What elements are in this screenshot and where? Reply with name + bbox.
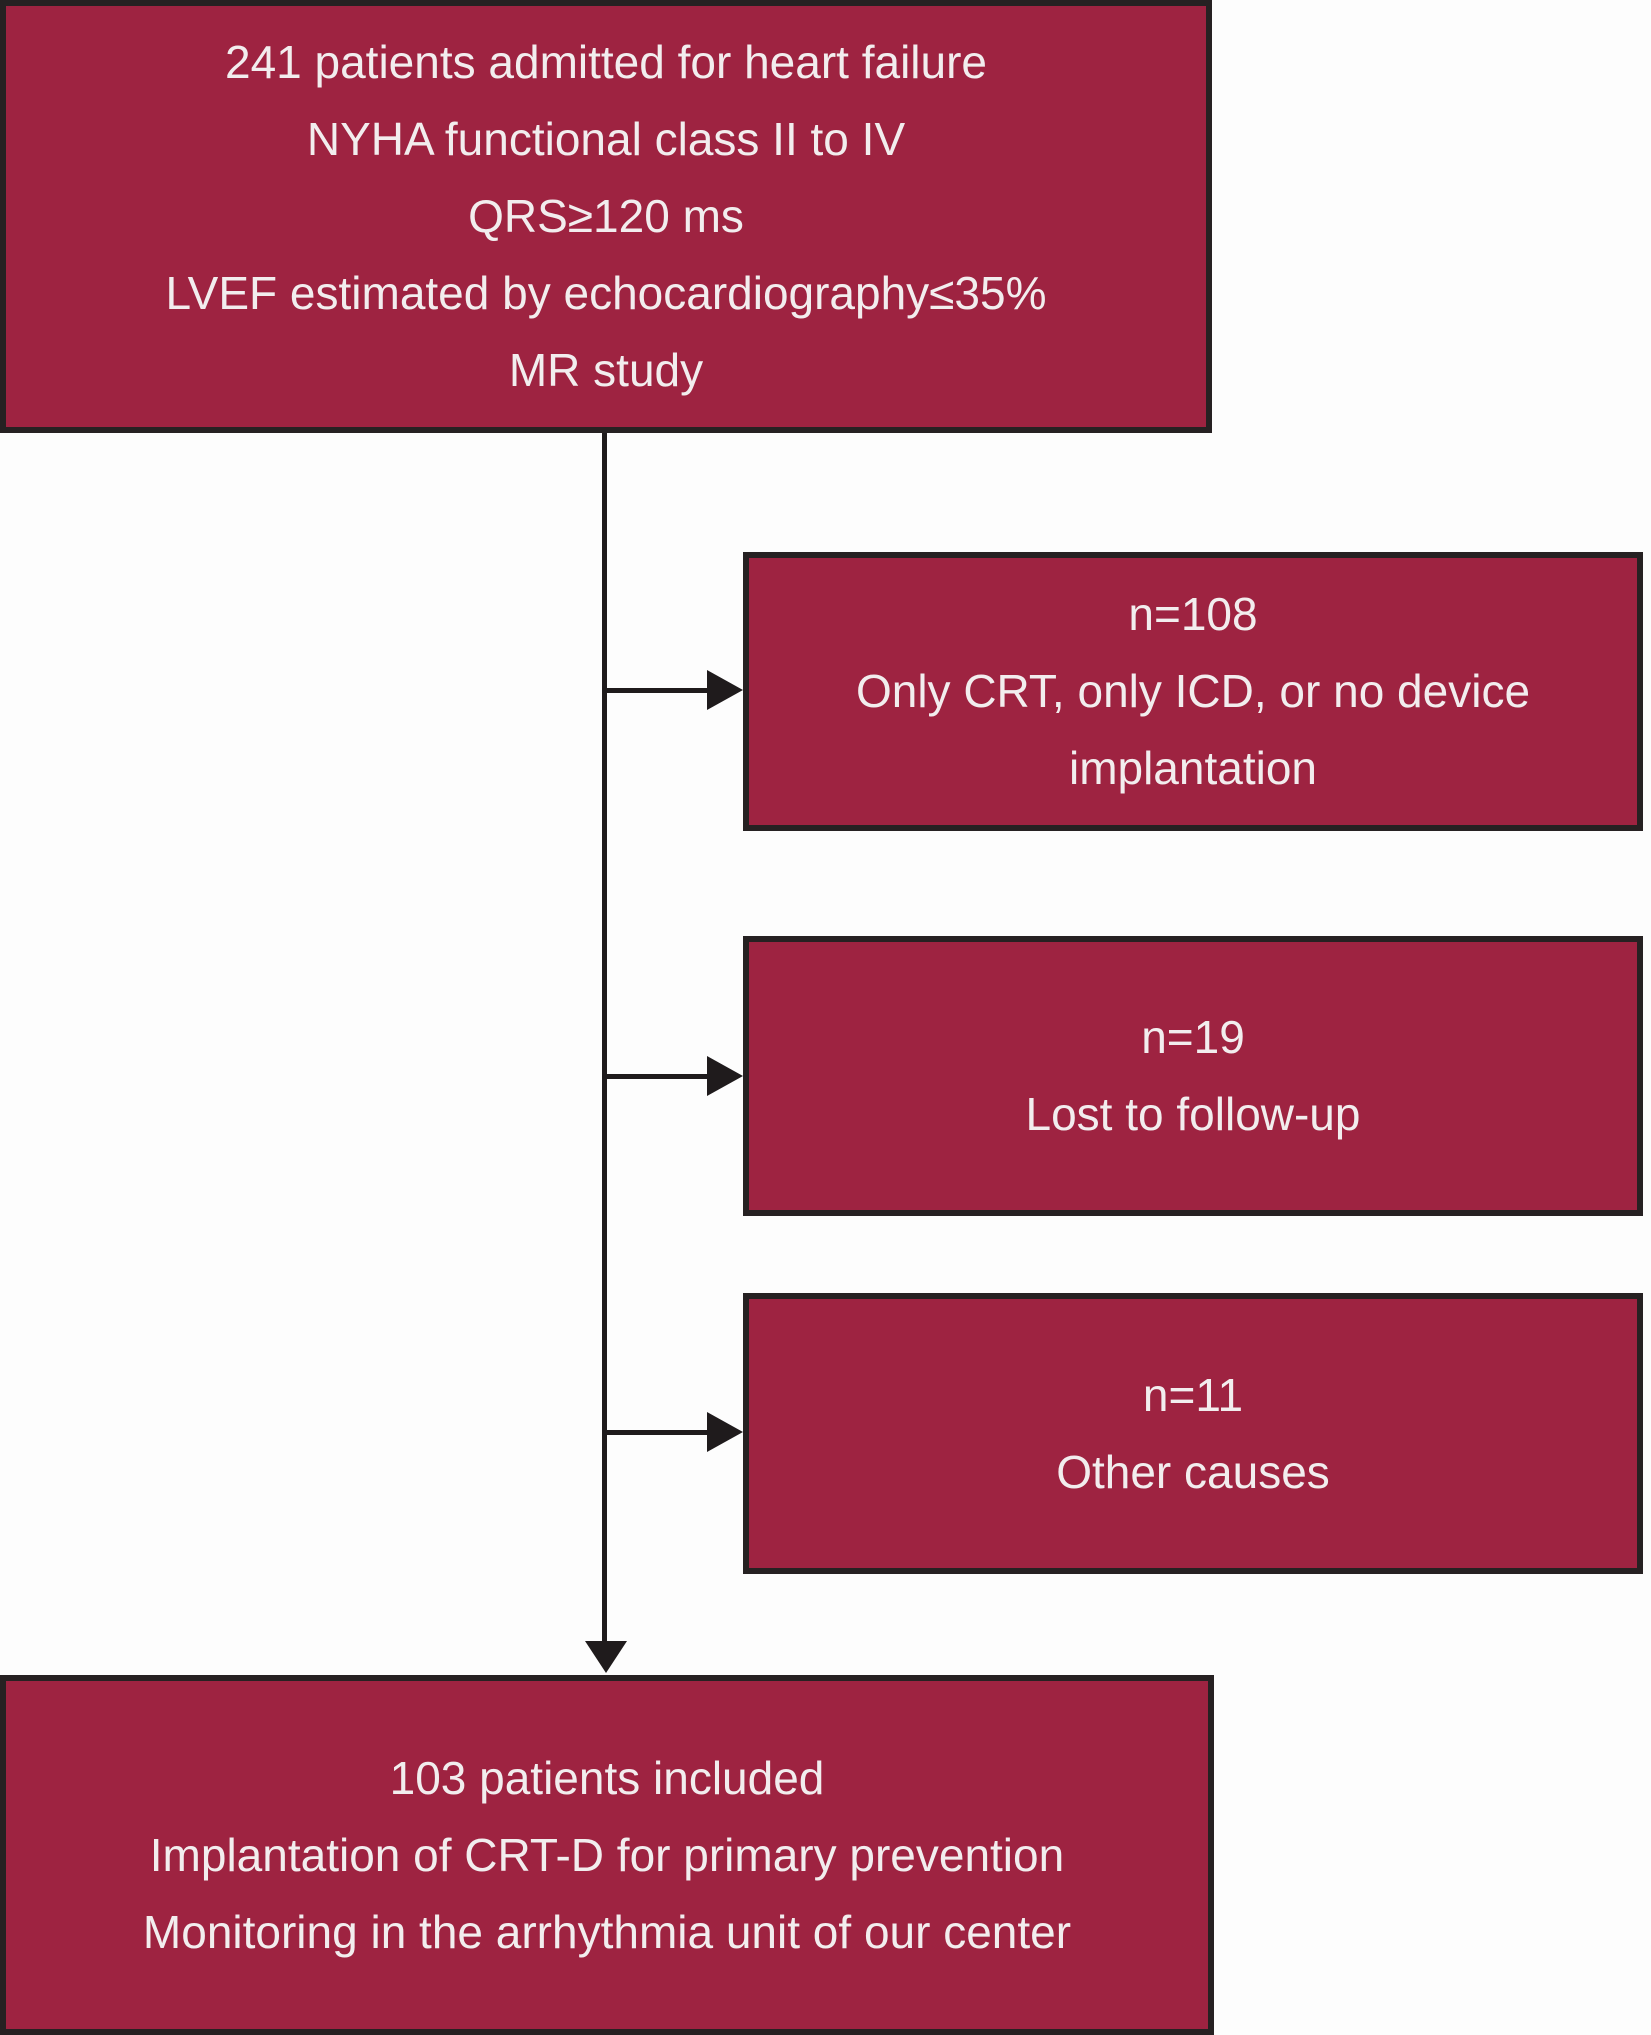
included-line-2: Implantation of CRT-D for primary preven…	[149, 1828, 1065, 1881]
box-admitted-patients: 241 patients admitted for heart failure …	[0, 0, 1212, 433]
excluded-followup-count: n=19	[1141, 1011, 1245, 1063]
branch-connector-1	[602, 688, 710, 693]
branch-connector-3	[602, 1430, 710, 1435]
excluded-device-line-1: Only CRT, only ICD, or no device	[855, 665, 1531, 717]
right-arrowhead-icon-3	[707, 1412, 743, 1452]
included-line-1: 103 patients included	[389, 1751, 825, 1804]
admitted-line-1: 241 patients admitted for heart failure	[224, 36, 987, 88]
excluded-followup-line-1: Lost to follow-up	[1025, 1088, 1361, 1140]
box-excluded-lost-followup: n=19 Lost to follow-up	[743, 936, 1643, 1216]
included-line-3: Monitoring in the arrhythmia unit of our…	[142, 1905, 1072, 1958]
excluded-other-line-1: Other causes	[1056, 1445, 1330, 1498]
right-arrowhead-icon-2	[707, 1056, 743, 1096]
box-excluded-no-device: n=108 Only CRT, only ICD, or no device i…	[743, 552, 1643, 831]
right-arrowhead-icon-1	[707, 670, 743, 710]
admitted-line-2: NYHA functional class II to IV	[306, 113, 906, 165]
main-vertical-connector	[602, 433, 607, 1645]
excluded-other-count: n=11	[1142, 1368, 1244, 1421]
branch-connector-2	[602, 1074, 710, 1079]
admitted-line-5: MR study	[508, 344, 704, 396]
excluded-device-line-2: implantation	[1068, 742, 1318, 794]
excluded-device-count: n=108	[1128, 588, 1258, 640]
admitted-line-4: LVEF estimated by echocardiography≤35%	[165, 267, 1047, 319]
admitted-line-3: QRS≥120 ms	[468, 190, 744, 242]
box-included-patients: 103 patients included Implantation of CR…	[0, 1675, 1214, 2035]
down-arrowhead-icon	[585, 1641, 627, 1673]
box-excluded-other-causes: n=11 Other causes	[743, 1293, 1643, 1574]
